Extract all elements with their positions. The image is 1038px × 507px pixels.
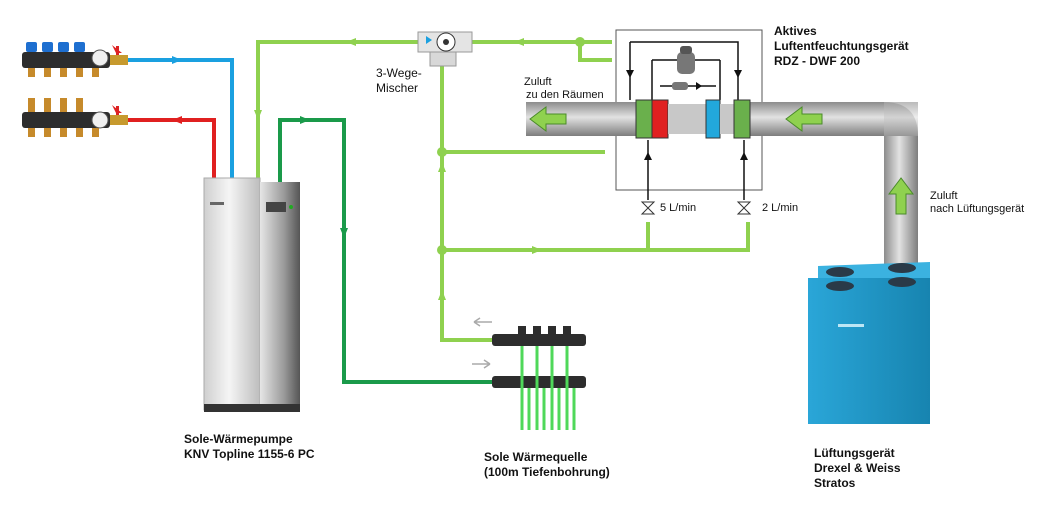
mixer-label-line1: 3-Wege- [376,66,422,80]
pipe-green-top [256,40,418,178]
flow-rate-5: 5 L/min [660,202,697,214]
compressor-icon [677,46,695,74]
heat-pump-label: Sole-Wärmepumpe KNV Topline 1155-6 PC [184,432,314,462]
supply-rooms-line1: Zuluft [524,76,552,88]
pipe-red [128,118,216,178]
dehumidifier-model: RDZ - DWF 200 [774,54,861,68]
dehumidifier-title: Aktives Luftentfeuchtungsgerät RDZ - DWF… [774,24,909,69]
air-arrow-up [888,177,914,215]
heat-pump-label-line1: Sole-Wärmepumpe [184,432,293,446]
air-arrow-in [785,106,823,132]
supply-unit-label: Zuluft nach Lüftungsgerät [930,190,1024,216]
mixer-label-line2: Mischer [376,81,419,95]
pipe-dark-green [278,118,492,384]
dehumidifier-title-line1: Aktives [774,24,817,38]
heat-pump-label-line2: KNV Topline 1155-6 PC [184,447,315,461]
heating-manifold-lower [22,98,128,137]
dehumidifier-title-line2: Luftentfeuchtungsgerät [774,39,909,53]
borehole-manifold [472,317,586,430]
vent-unit-label-line2: Drexel & Weiss [814,461,901,475]
heat-source-label: Sole Wärmequelle (100m Tiefenbohrung) [484,450,610,480]
mixer-label: 3-Wege- Mischer [376,66,422,96]
arrow-blue [172,56,182,64]
supply-rooms-label: Zuluft zu den Räumen [524,76,604,102]
supply-unit-line1: Zuluft [930,190,958,202]
air-arrow-out [529,106,567,132]
three-way-mixer-valve [417,31,473,67]
pipe-green-return [442,222,750,252]
flow-valve-icon [640,201,752,215]
heat-source-label-line1: Sole Wärmequelle [484,450,588,464]
heat-pump-unit [203,177,300,412]
ventilation-unit [808,262,930,424]
supply-rooms-line2: zu den Räumen [526,89,604,101]
vent-unit-label: Lüftungsgerät Drexel & Weiss Stratos [814,446,901,491]
supply-unit-line2: nach Lüftungsgerät [930,203,1025,215]
heating-manifold-upper [22,42,128,77]
air-duct [526,99,918,266]
pipe-blue [128,58,234,178]
flow-rate-2: 2 L/min [762,202,799,214]
arrow-red [172,116,182,124]
pipe-green-vertical [440,60,492,342]
heat-source-label-line2: (100m Tiefenbohrung) [484,465,610,479]
vent-unit-label-line1: Lüftungsgerät [814,446,895,460]
vent-unit-label-line3: Stratos [814,476,856,490]
